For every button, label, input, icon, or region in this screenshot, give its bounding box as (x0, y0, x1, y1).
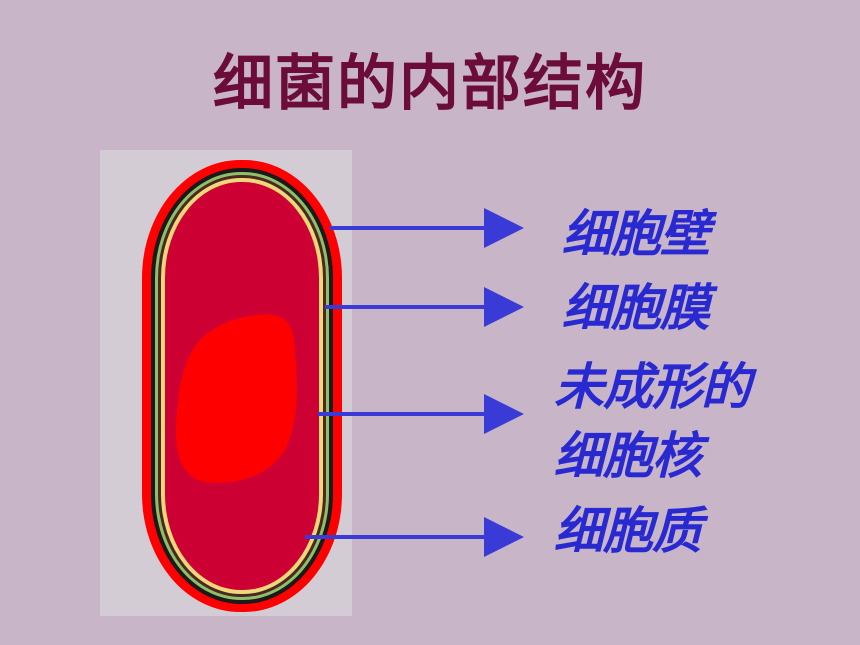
slide-title: 细菌的内部结构 (213, 49, 647, 119)
label-nucleoid-line2: 细胞核 (554, 427, 702, 485)
bacterium-cell (142, 160, 342, 612)
label-nucleoid-line1: 未成形的 (554, 358, 751, 416)
nucleoid (175, 314, 297, 483)
label-cell-membrane: 细胞膜 (562, 279, 710, 337)
label-cell-wall: 细胞壁 (562, 205, 710, 263)
label-cytoplasm: 细胞质 (554, 502, 702, 560)
